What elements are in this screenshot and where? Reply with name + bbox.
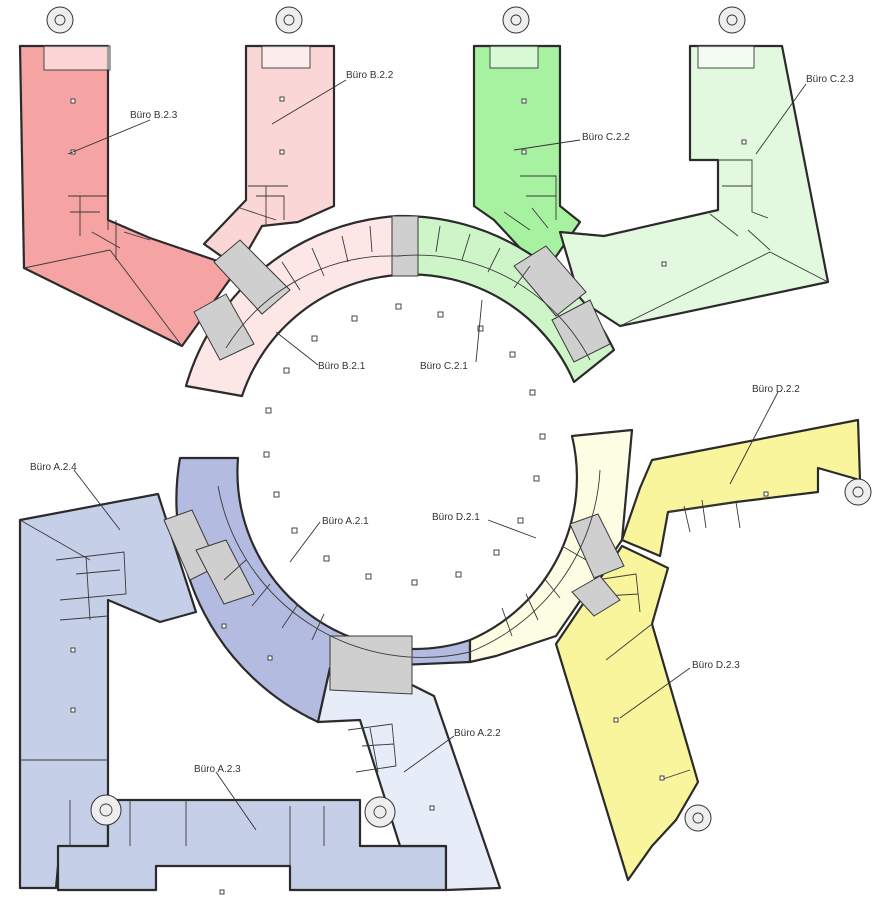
office-labels: Büro B.2.3 Büro B.2.2 Büro B.2.1 Büro C.… — [30, 70, 854, 775]
c23-stair-tower — [697, 45, 755, 69]
core-c-lower — [551, 299, 611, 363]
spiral-stair-b23 — [46, 6, 74, 34]
label-c22: Büro C.2.2 — [582, 132, 630, 143]
spiral-stairs — [46, 6, 872, 832]
leader-lines — [67, 79, 807, 831]
wing-a — [18, 492, 502, 892]
ring-a-inner-partition — [217, 485, 471, 658]
wing-b — [18, 44, 336, 348]
ring-detail — [217, 225, 601, 658]
office-c23[interactable] — [558, 44, 830, 328]
label-a22: Büro A.2.2 — [454, 728, 501, 739]
core-b — [213, 239, 291, 315]
ring-d-inner-partition — [469, 469, 601, 653]
spiral-stair-a22 — [364, 796, 396, 828]
label-d22: Büro D.2.2 — [752, 384, 800, 395]
label-b22: Büro B.2.2 — [346, 70, 394, 81]
ring-b-inner-partition — [225, 255, 399, 349]
label-c23: Büro C.2.3 — [806, 74, 854, 85]
spiral-stair-c23 — [718, 6, 746, 34]
label-b23: Büro B.2.3 — [130, 110, 178, 121]
b23-outline-diagonal — [23, 249, 183, 347]
core-d-lower — [571, 575, 621, 617]
label-d21: Büro D.2.1 — [432, 512, 480, 523]
office-d22[interactable] — [620, 418, 862, 558]
ring-c-rooms — [435, 225, 531, 289]
spiral-stair-c22 — [502, 6, 530, 34]
c22-service-rooms — [503, 175, 557, 231]
a24-service-rooms — [55, 551, 127, 621]
label-a23: Büro A.2.3 — [194, 764, 241, 775]
core-a-lower — [195, 539, 255, 605]
courtyard-columns — [263, 303, 546, 586]
office-d21[interactable] — [468, 428, 634, 664]
wing-c — [472, 44, 830, 328]
ring-d-rooms — [501, 545, 587, 637]
a23-service-rooms — [69, 800, 325, 866]
ring-c-inner-partition — [397, 254, 591, 361]
a24-outline-diagonal — [19, 519, 108, 761]
label-d23: Büro D.2.3 — [692, 660, 740, 671]
core-c — [513, 245, 587, 317]
b23-stair-tower — [43, 45, 111, 71]
ring-b-rooms — [281, 225, 373, 291]
interior-columns — [70, 96, 769, 895]
label-b21: Büro B.2.1 — [318, 361, 366, 372]
core-south — [329, 635, 413, 695]
spiral-stair-a23 — [90, 794, 122, 826]
spiral-stair-b22 — [275, 6, 303, 34]
spiral-stair-d22 — [844, 478, 872, 506]
core-north — [391, 215, 419, 277]
a22-service-rooms — [347, 723, 397, 773]
ring-a-rooms — [223, 559, 325, 641]
d23-service-rooms — [595, 573, 691, 781]
office-a24[interactable] — [18, 492, 198, 890]
label-a21: Büro A.2.1 — [322, 516, 369, 527]
c23-outline-diagonal — [619, 251, 829, 327]
office-b22[interactable] — [202, 44, 336, 270]
c23-service-rooms — [709, 159, 771, 251]
c22-stair-tower — [489, 45, 539, 69]
office-c21[interactable] — [396, 214, 616, 384]
service-cores — [163, 215, 625, 695]
office-b23[interactable] — [18, 44, 240, 348]
b23-service-rooms — [68, 195, 151, 260]
label-c21: Büro C.2.1 — [420, 361, 468, 372]
spiral-stair-d23 — [684, 804, 712, 832]
core-b-lower — [193, 293, 255, 361]
b22-stair-tower — [261, 45, 311, 69]
b22-service-rooms — [239, 185, 288, 226]
d22-service-rooms — [667, 499, 741, 533]
label-a24: Büro A.2.4 — [30, 462, 77, 473]
